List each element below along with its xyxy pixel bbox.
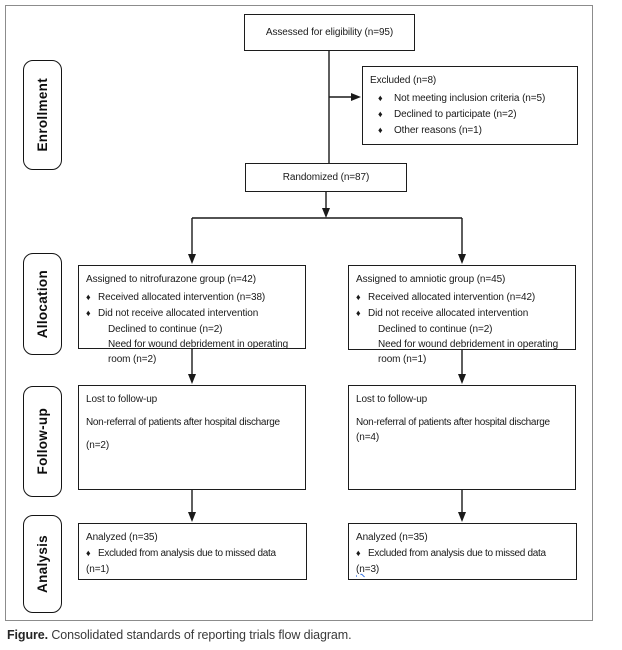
followup-right-line: Lost to follow-up <box>356 394 428 405</box>
analysis-right-count: (n=3) <box>356 562 569 577</box>
allocation-left-bullet-text: Did not receive allocated intervention <box>98 308 259 319</box>
box-allocation-amniotic: Assigned to amniotic group (n=45) ♦ Rece… <box>348 265 576 365</box>
allocation-right-subitem: Need for wound debridement in operating … <box>378 339 559 365</box>
excluded-item: ♦ Not meeting inclusion criteria (n=5) <box>370 91 570 106</box>
box-randomized: Randomized (n=87) <box>245 163 407 192</box>
stage-label-enrollment-text: Enrollment <box>35 78 50 152</box>
analysis-right-count-rest: =3) <box>364 564 380 575</box>
stage-label-analysis: Analysis <box>23 515 62 613</box>
allocation-right-bullet-text: Did not receive allocated intervention <box>368 308 529 319</box>
box-analysis-amniotic: Analyzed (n=35) ♦ Excluded from analysis… <box>348 523 577 580</box>
diamond-bullet-icon: ♦ <box>378 109 383 119</box>
allocation-left-bullet: ♦ Did not receive allocated intervention <box>86 306 298 321</box>
figure-border <box>5 5 593 621</box>
diamond-bullet-icon: ♦ <box>356 292 361 302</box>
analysis-right-bullet-text: Excluded from analysis due to missed dat… <box>368 548 546 559</box>
box-analysis-nitrofurazone: Analyzed (n=35) ♦ Excluded from analysis… <box>78 523 307 580</box>
stage-label-enrollment: Enrollment <box>23 60 62 170</box>
figure-caption-text: Consolidated standards of reporting tria… <box>47 628 352 642</box>
diamond-bullet-icon: ♦ <box>378 125 383 135</box>
figure-caption: Figure. Consolidated standards of report… <box>7 628 352 642</box>
box-excluded: Excluded (n=8) ♦ Not meeting inclusion c… <box>362 66 578 145</box>
analysis-right-count-marked: (n <box>356 564 365 575</box>
allocation-left-subitem: Declined to continue (n=2) <box>108 324 223 335</box>
excluded-item: ♦ Other reasons (n=1) <box>370 123 570 138</box>
diamond-bullet-icon: ♦ <box>356 548 361 558</box>
allocation-right-title: Assigned to amniotic group (n=45) <box>356 274 506 285</box>
followup-right-line: Non-referral of patients after hospital … <box>356 417 550 428</box>
box-allocation-nitrofurazone: Assigned to nitrofurazone group (n=42) ♦… <box>78 265 306 365</box>
diamond-bullet-icon: ♦ <box>378 93 383 103</box>
analysis-left-count: (n=1) <box>86 564 110 575</box>
stage-label-allocation: Allocation <box>23 253 62 355</box>
analysis-right-bullet: ♦ Excluded from analysis due to missed d… <box>356 546 569 561</box>
analysis-right-title: Analyzed (n=35) <box>356 532 428 543</box>
box-followup-nitrofurazone: Lost to follow-up Non-referral of patien… <box>78 385 306 490</box>
diamond-bullet-icon: ♦ <box>356 308 361 318</box>
allocation-left-bullet-text: Received allocated intervention (n=38) <box>98 292 266 303</box>
excluded-title: Excluded (n=8) <box>370 75 437 86</box>
excluded-item-text: Declined to participate (n=2) <box>394 109 517 120</box>
excluded-item-text: Other reasons (n=1) <box>394 125 482 136</box>
figure-caption-label: Figure. <box>7 628 48 642</box>
diamond-bullet-icon: ♦ <box>86 292 91 302</box>
excluded-item: ♦ Declined to participate (n=2) <box>370 107 570 122</box>
allocation-left-subitem: Need for wound debridement in operating … <box>108 339 289 365</box>
stage-label-followup: Follow-up <box>23 386 62 497</box>
followup-left-line: Lost to follow-up <box>86 394 158 405</box>
allocation-right-bullet: ♦ Did not receive allocated intervention <box>356 306 568 321</box>
allocation-right-bullet: ♦ Received allocated intervention (n=42) <box>356 290 568 305</box>
diamond-bullet-icon: ♦ <box>86 548 91 558</box>
allocation-right-bullet-text: Received allocated intervention (n=42) <box>368 292 536 303</box>
box-followup-amniotic: Lost to follow-up Non-referral of patien… <box>348 385 576 490</box>
stage-label-followup-text: Follow-up <box>35 408 50 475</box>
allocation-left-title: Assigned to nitrofurazone group (n=42) <box>86 274 256 285</box>
analysis-left-bullet: ♦ Excluded from analysis due to missed d… <box>86 546 299 561</box>
stage-label-allocation-text: Allocation <box>35 269 50 339</box>
followup-left-line: Non-referral of patients after hospital … <box>86 417 280 428</box>
followup-right-line: (n=4) <box>356 432 380 443</box>
allocation-left-bullet: ♦ Received allocated intervention (n=38) <box>86 290 298 305</box>
followup-left-line: (n=2) <box>86 440 110 451</box>
randomized-text: Randomized (n=87) <box>282 172 370 183</box>
stage-label-analysis-text: Analysis <box>35 535 50 593</box>
allocation-right-subitem: Declined to continue (n=2) <box>378 324 493 335</box>
analysis-left-bullet-text: Excluded from analysis due to missed dat… <box>98 548 276 559</box>
excluded-item-text: Not meeting inclusion criteria (n=5) <box>394 93 546 104</box>
assessed-eligibility-text: Assessed for eligibility (n=95) <box>265 27 394 38</box>
diamond-bullet-icon: ♦ <box>86 308 91 318</box>
box-assessed-eligibility: Assessed for eligibility (n=95) <box>244 14 415 51</box>
analysis-left-title: Analyzed (n=35) <box>86 532 158 543</box>
